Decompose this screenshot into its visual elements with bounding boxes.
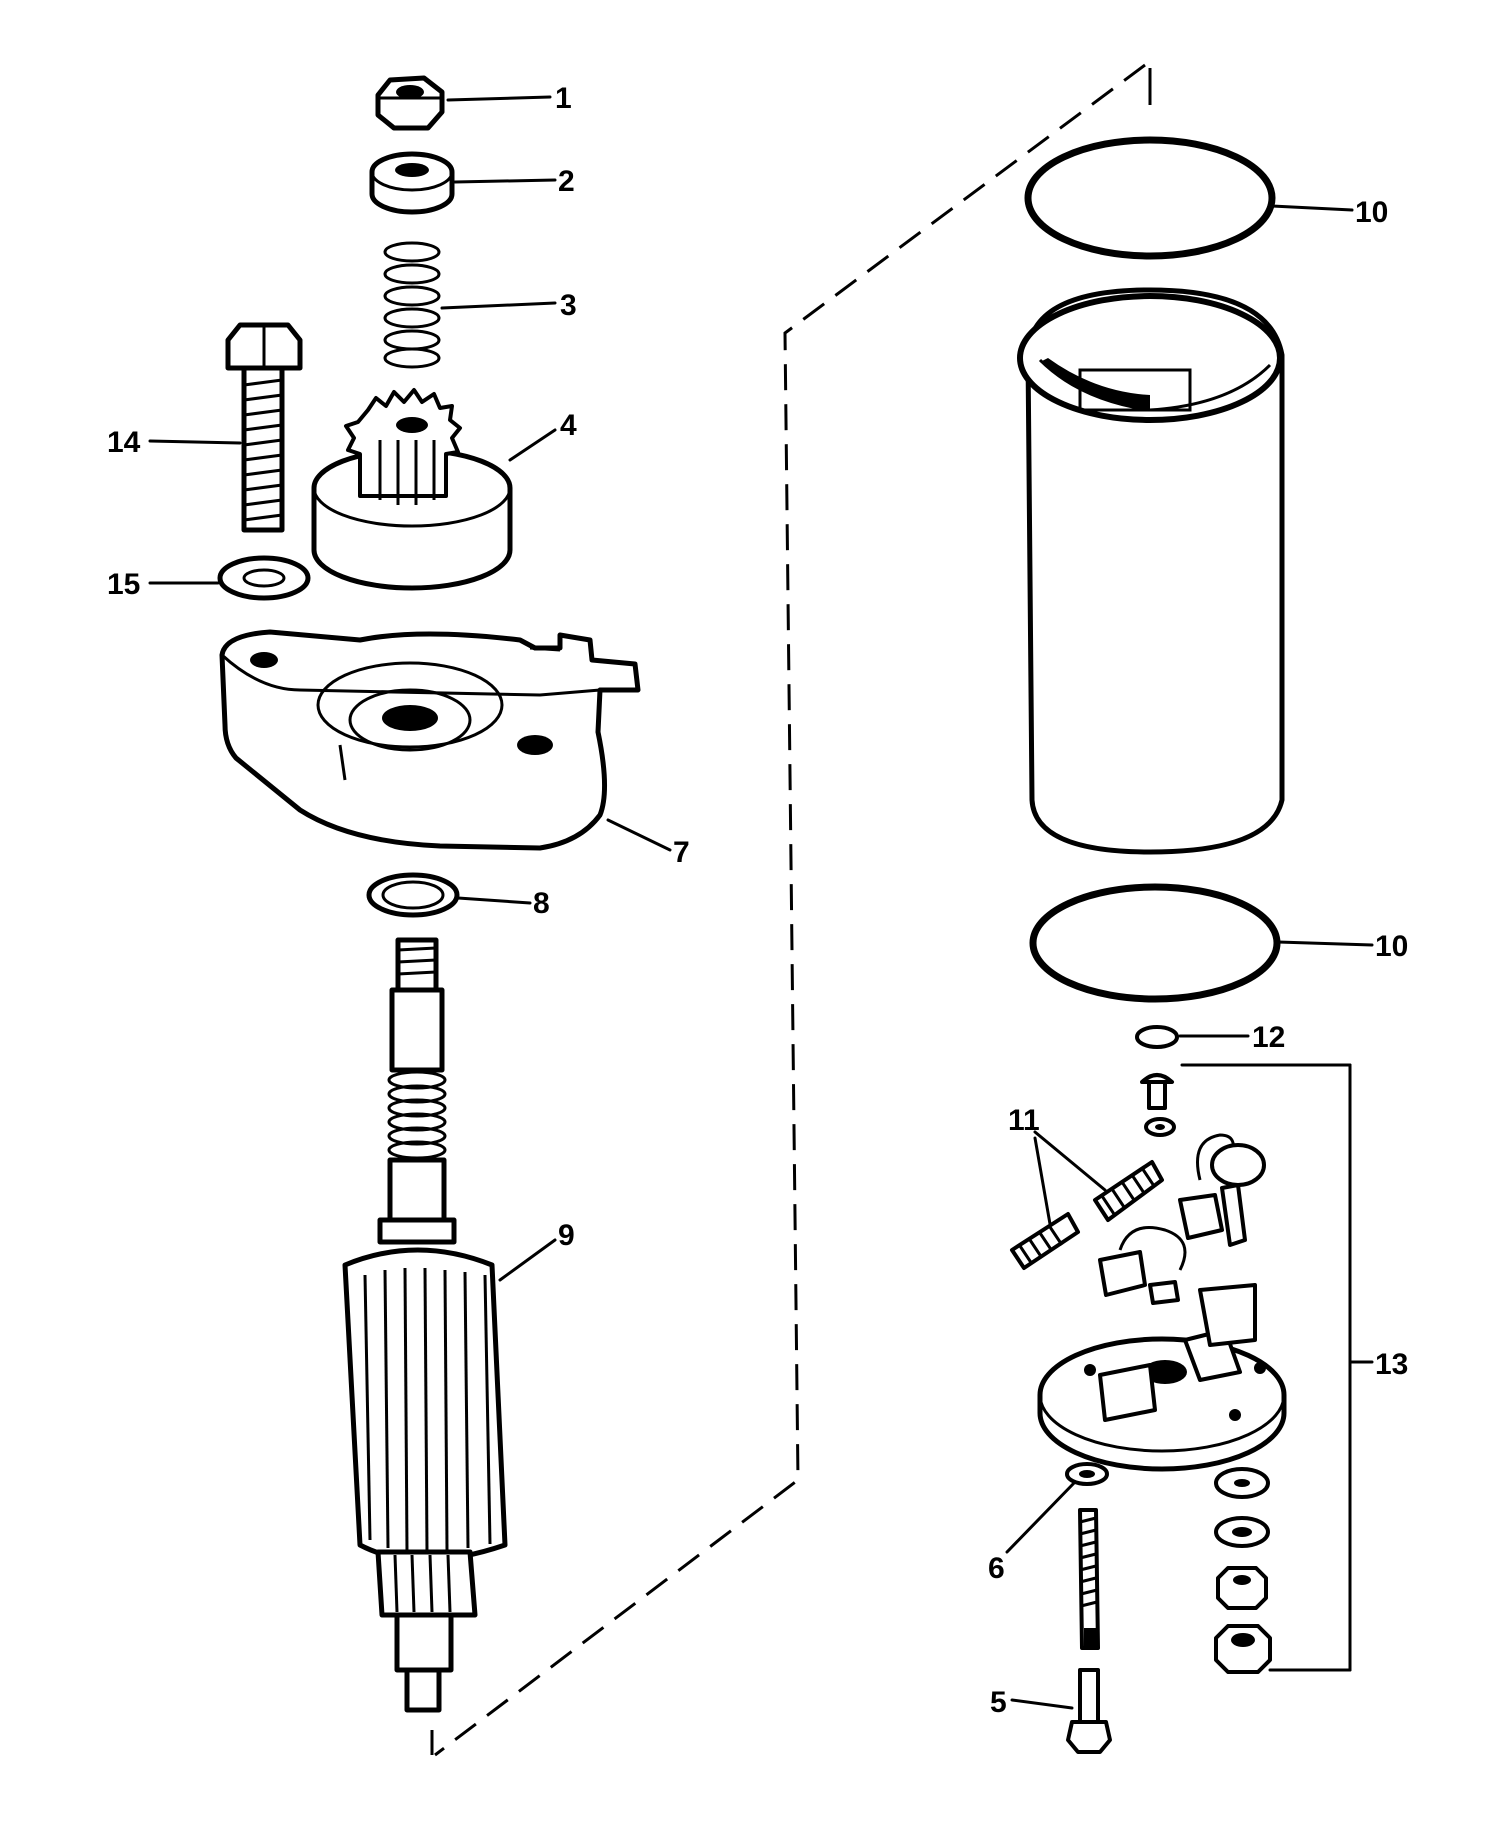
- callout-3: 3: [560, 289, 577, 322]
- part-4-pinion-drive: [311, 388, 513, 591]
- callout-13: 13: [1375, 1348, 1408, 1381]
- callout-4: 4: [560, 409, 577, 442]
- leader-lines: [148, 95, 1374, 1710]
- part-6-washer: [1065, 1462, 1109, 1486]
- callout-14: 14: [107, 426, 141, 459]
- callout-11: 11: [1008, 1104, 1040, 1137]
- part-13-brush-holder: [1098, 1226, 1187, 1305]
- part-11-spring-upper: [1093, 1160, 1164, 1222]
- part-14-bolt: [225, 322, 303, 533]
- part-13-stud: [1078, 1508, 1100, 1650]
- callout-8: 8: [533, 887, 550, 920]
- part-13-brush-terminal: [1178, 1133, 1266, 1247]
- part-9-armature: [342, 937, 508, 1713]
- part-10-o-ring-top: [1024, 136, 1276, 260]
- callout-9: 9: [558, 1219, 575, 1252]
- part-13-nut-b: [1214, 1624, 1272, 1674]
- part-1-nut: [375, 75, 445, 131]
- part-13-screw: [1140, 1073, 1174, 1110]
- callout-labels: 1 2 3 4 14 15 7 8 9 10 10 12 11 13 6 5: [107, 82, 1408, 1719]
- part-7-end-frame: [219, 629, 641, 851]
- part-3-spring: [383, 241, 441, 369]
- part-10-o-ring-bottom: [1029, 883, 1281, 1003]
- frame-housing: [1017, 287, 1285, 855]
- part-13-small-washer: [1144, 1117, 1176, 1137]
- assembly-boundary: [434, 63, 1146, 1757]
- callout-1: 1: [555, 82, 572, 115]
- part-8-washer: [366, 872, 460, 918]
- callout-12: 12: [1252, 1021, 1285, 1054]
- part-15-washer: [217, 555, 311, 601]
- callout-6: 6: [988, 1552, 1005, 1585]
- part-13-washer-b: [1214, 1516, 1270, 1548]
- callout-2: 2: [558, 165, 575, 198]
- callout-5: 5: [990, 1686, 1007, 1719]
- callout-15: 15: [107, 568, 140, 601]
- part-13-brush-plate: [1037, 1283, 1287, 1472]
- part-13-nut-a: [1216, 1566, 1268, 1610]
- part-12-cap: [1135, 1025, 1179, 1049]
- part-5-bolt: [1066, 1668, 1112, 1754]
- callout-7: 7: [673, 836, 690, 869]
- part-11-spring-lower: [1010, 1212, 1080, 1270]
- callout-10-bottom: 10: [1375, 930, 1408, 963]
- part-13-washer-a: [1214, 1467, 1270, 1499]
- callout-10-top: 10: [1355, 196, 1388, 229]
- part-2-collar: [369, 151, 455, 215]
